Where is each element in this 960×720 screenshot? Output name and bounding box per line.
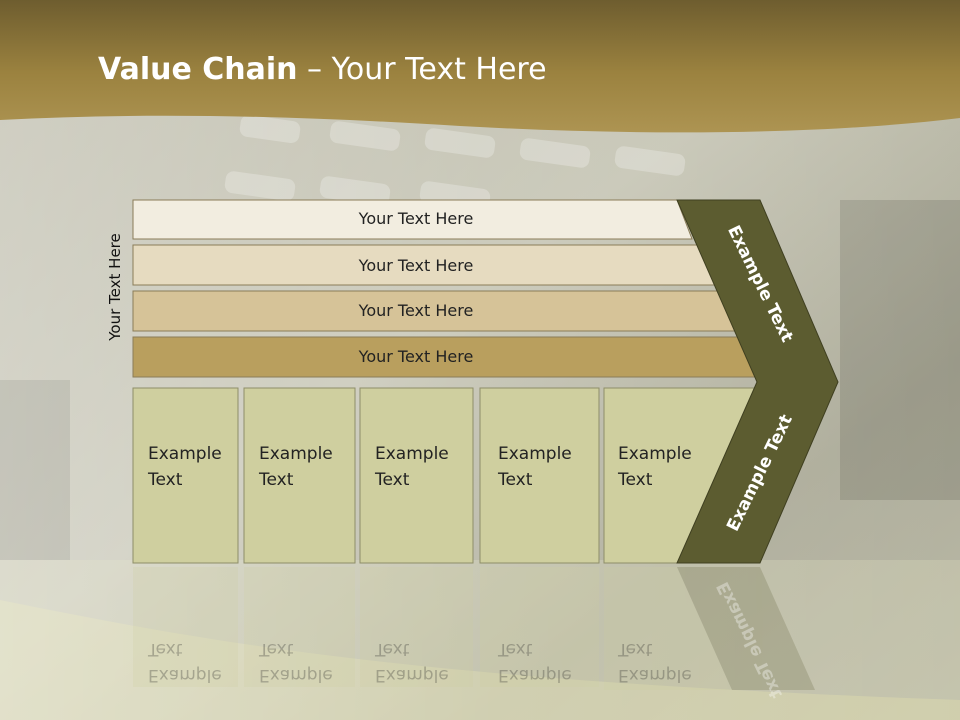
support-bar-2-label: Your Text Here bbox=[358, 256, 474, 275]
title-bold: Value Chain bbox=[98, 52, 298, 87]
support-bar-4-label: Your Text Here bbox=[358, 347, 474, 366]
support-bar-1-label: Your Text Here bbox=[358, 209, 474, 228]
box-2-line2: Text bbox=[259, 470, 294, 490]
primary-box-4 bbox=[479, 387, 600, 564]
box-4-line2: Text bbox=[498, 470, 533, 490]
box-3-line1: Example bbox=[375, 444, 449, 464]
box-5-line2: Text bbox=[618, 470, 653, 490]
reflection bbox=[133, 567, 815, 690]
box-1-line1: Example bbox=[148, 444, 222, 464]
primary-box-2 bbox=[243, 387, 356, 564]
title-separator: – bbox=[297, 52, 332, 87]
box-5-line1: Example bbox=[618, 444, 692, 464]
title-rest: Your Text Here bbox=[331, 52, 547, 87]
margin-chevron bbox=[676, 199, 839, 564]
support-bar-1 bbox=[132, 199, 693, 240]
support-bar-3-label: Your Text Here bbox=[358, 301, 474, 320]
slide-title: Value Chain – Your Text Here bbox=[98, 52, 547, 87]
primary-box-3 bbox=[359, 387, 474, 564]
box-3-line2: Text bbox=[375, 470, 410, 490]
box-4-line1: Example bbox=[498, 444, 572, 464]
primary-box-1 bbox=[132, 387, 239, 564]
box-1-line2: Text bbox=[148, 470, 183, 490]
box-2-line1: Example bbox=[259, 444, 333, 464]
